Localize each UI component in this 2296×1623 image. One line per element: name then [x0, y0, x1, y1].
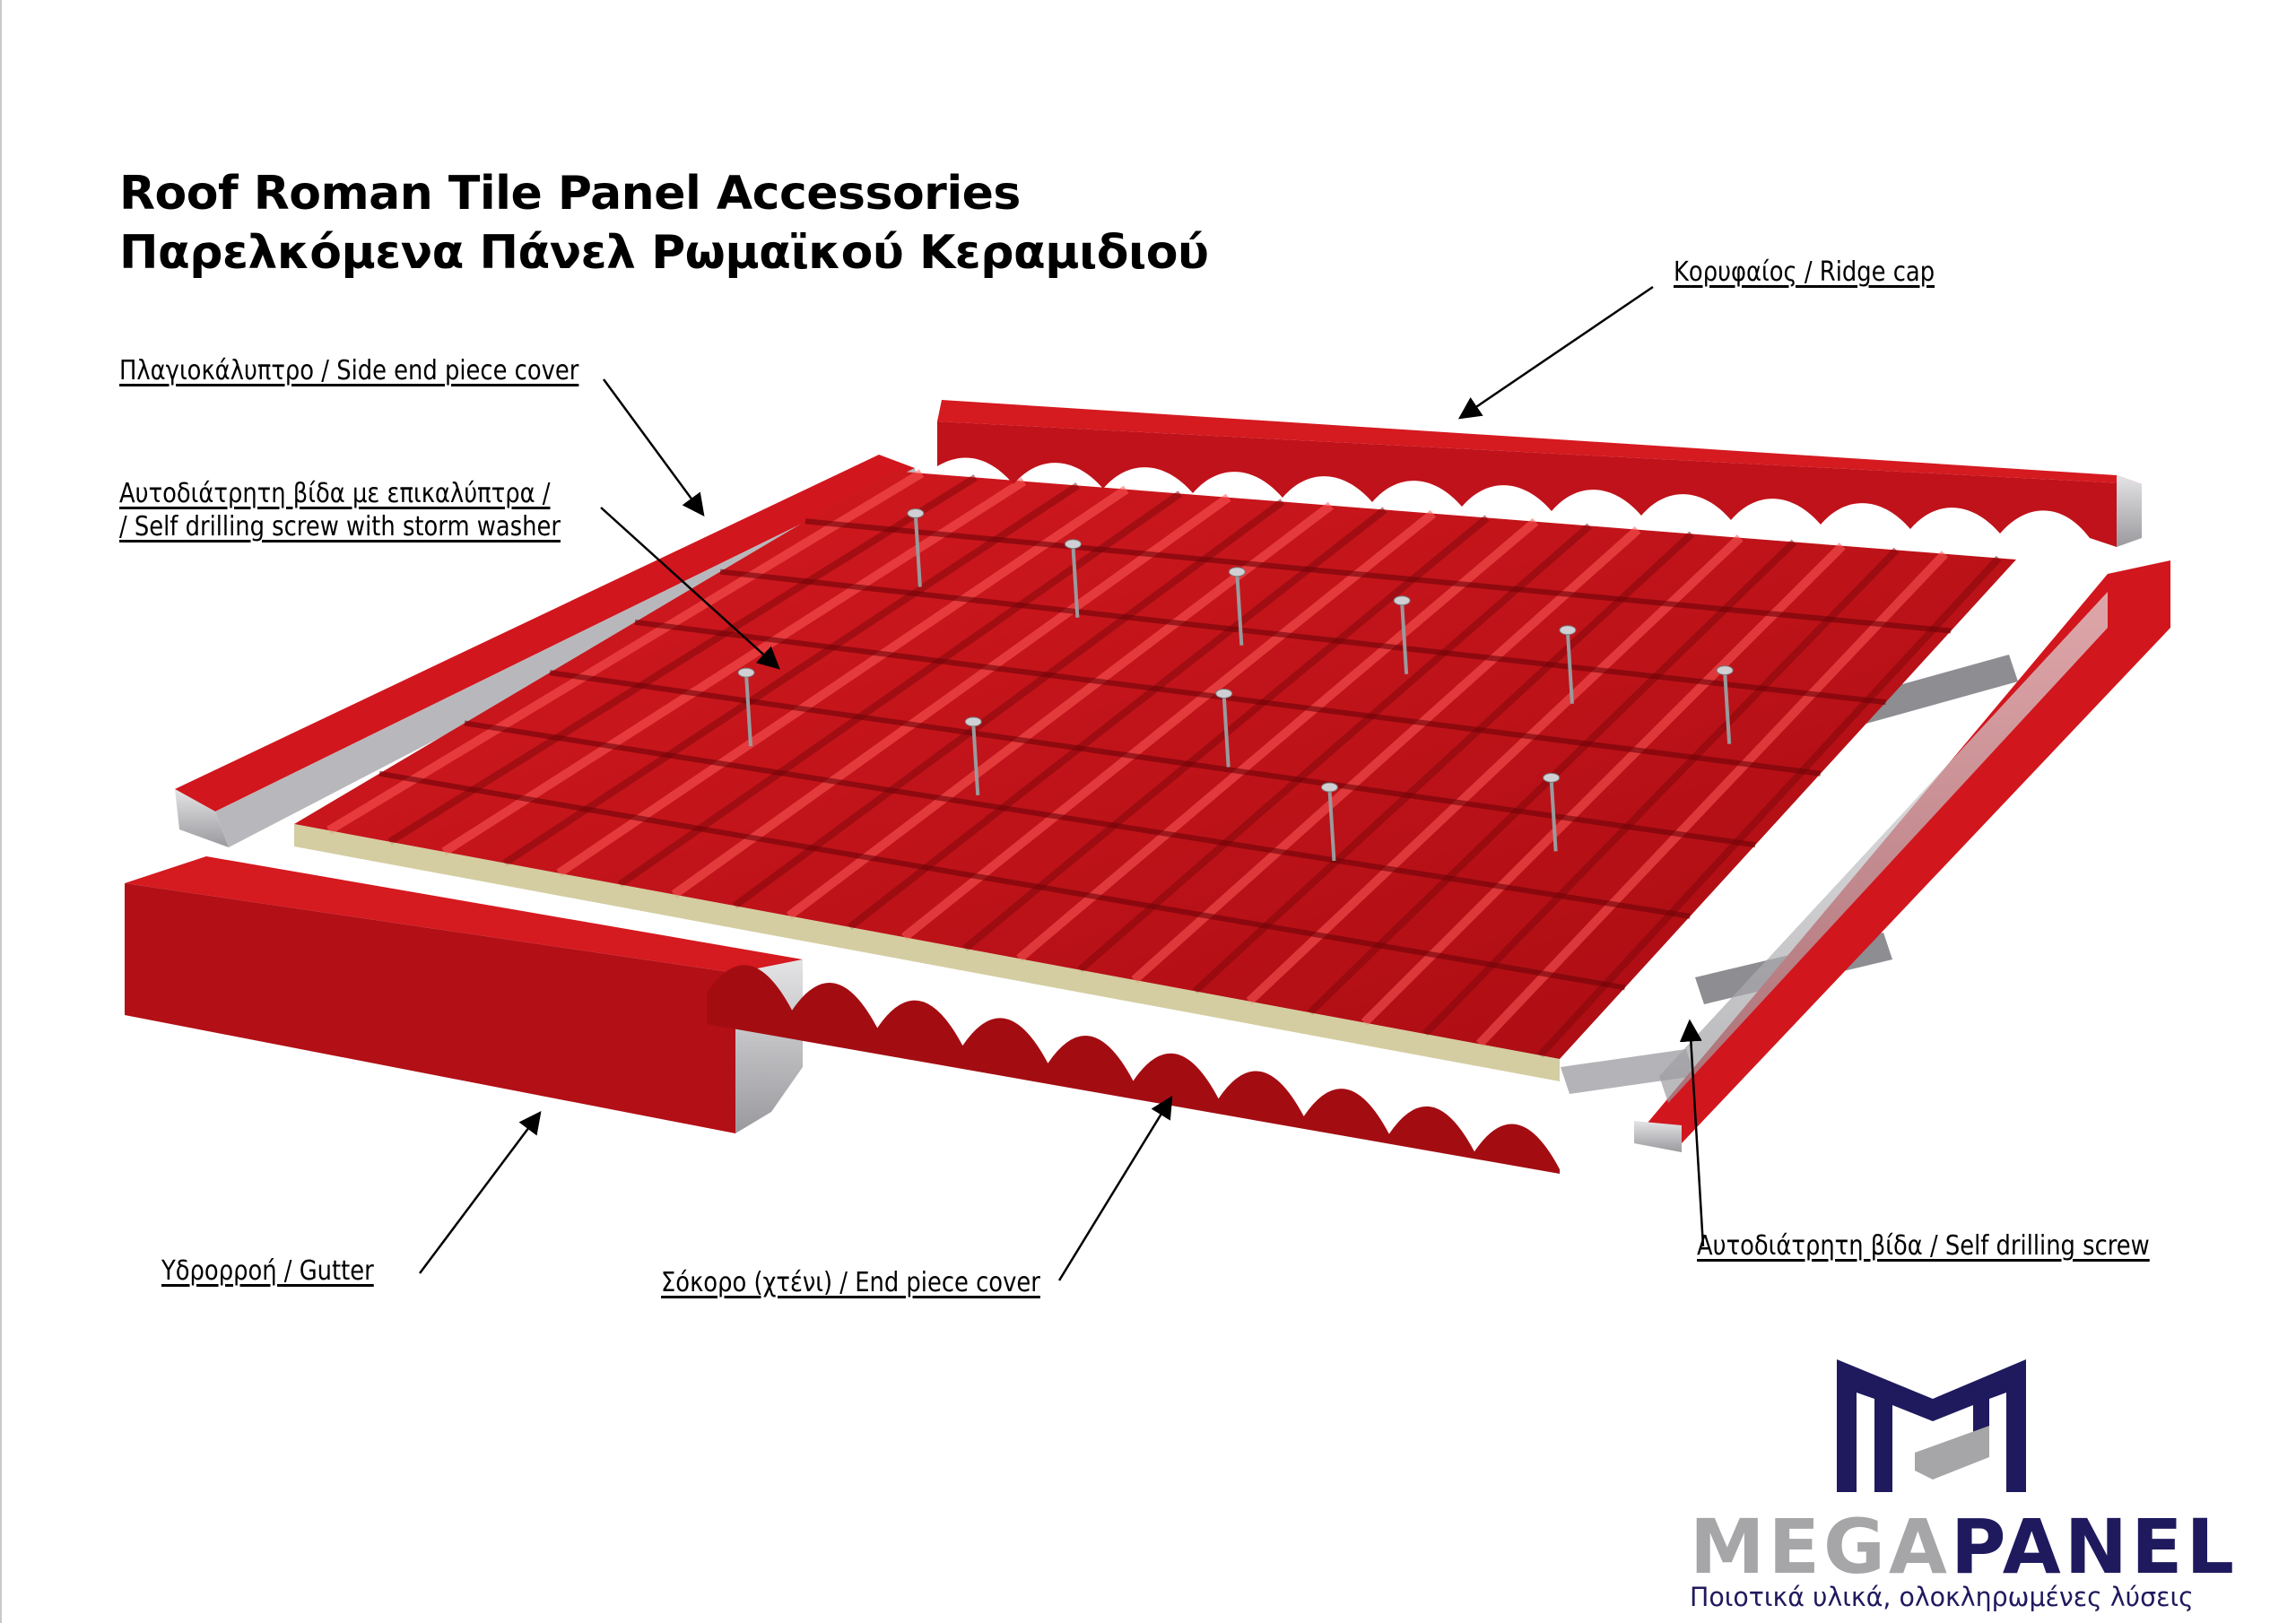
arrow-gutter	[418, 1110, 542, 1274]
screw	[1400, 602, 1409, 674]
screw-head	[1716, 665, 1734, 676]
tile-ridge-shadow	[848, 507, 1387, 931]
title-english: Roof Roman Tile Panel Accessories	[119, 167, 1021, 221]
label-gutter: Υδρορροή / Gutter	[161, 1255, 374, 1287]
tile-ridge-highlight	[1246, 534, 1744, 1005]
tile-ridge-highlight	[900, 509, 1437, 942]
roman-tile-panel	[294, 469, 2016, 1059]
label-side-cover: Πλαγιοκάλυπτρο / Side end piece cover	[119, 355, 579, 386]
tile-ridge-highlight	[441, 477, 1027, 856]
screw	[1565, 631, 1574, 704]
logo-word-mega: MEGA	[1690, 1503, 1951, 1591]
screw-head	[1228, 567, 1246, 577]
title-greek: Παρελκόμενα Πάνελ Ρωμαϊκού Κεραμιδιού	[119, 226, 1209, 280]
arrow-end-piece	[1057, 1095, 1173, 1281]
screw-head	[907, 508, 925, 518]
tile-ridge-highlight	[1361, 542, 1846, 1027]
tile-ridge-highlight	[556, 485, 1129, 877]
end-piece-cover	[294, 824, 1560, 1174]
page-border	[0, 0, 2, 1623]
tile-ridge-highlight	[1016, 517, 1539, 962]
tile-ridge-highlight	[1475, 551, 1948, 1047]
screws	[737, 508, 1734, 862]
label-self-drilling-screw: Αυτοδιάτρητη βίδα / Self drilling screw	[1697, 1230, 2150, 1262]
tile-ridge-shadow	[732, 499, 1285, 909]
screw-head	[1559, 625, 1577, 636]
screw	[913, 515, 922, 587]
screw	[1327, 788, 1336, 862]
screw	[971, 723, 980, 795]
tile-step-line	[464, 720, 1691, 919]
logo-wordmark: MEGAPANEL	[1690, 1503, 2238, 1591]
tile-ridge-shadow	[1422, 547, 1900, 1037]
arrow-side-cover	[602, 378, 705, 517]
tile-ridge-highlight	[671, 493, 1231, 898]
logo-word-panel: PANEL	[1950, 1503, 2239, 1591]
label-end-piece: Σόκορο (χτένι) / End piece cover	[661, 1267, 1040, 1298]
screw	[1549, 779, 1558, 852]
megapanel-logo-mark	[1837, 1359, 2026, 1492]
screw-head	[1393, 595, 1411, 606]
right-side-cover	[1634, 560, 2170, 1152]
tile-step-line	[804, 518, 1952, 634]
arrow-screw-washer	[600, 507, 780, 670]
tile-ridge-shadow	[1537, 555, 2002, 1058]
end-piece-comb-shape	[707, 965, 1560, 1174]
tile-ridge-shadow	[502, 482, 1080, 866]
tile-step-line	[719, 568, 1886, 706]
arrow-self-drilling	[1679, 1019, 1705, 1247]
screw	[744, 673, 753, 747]
logo-tagline: Ποιοτικά υλικά, ολοκληρωμένες λύσεις	[1690, 1582, 2194, 1612]
screw	[1222, 695, 1231, 768]
leader-arrows	[418, 285, 1705, 1281]
screw-head	[1064, 539, 1082, 550]
label-screw-washer-line1: Αυτοδιάτρητη βίδα με επικαλύπτρα /	[119, 478, 551, 509]
screw-head	[1320, 782, 1338, 793]
screw	[1071, 545, 1080, 618]
tile-ridge-shadow	[617, 490, 1183, 888]
tile-ridge-shadow	[1192, 531, 1695, 994]
screw-head	[964, 716, 982, 727]
arrow-ridge-cap	[1457, 285, 1654, 420]
tile-ridge-shadow	[387, 474, 978, 846]
screw-head	[1215, 688, 1233, 699]
screw	[1723, 672, 1732, 744]
screw	[1235, 573, 1244, 646]
tile-ridge-highlight	[1131, 525, 1641, 984]
label-ridge-cap: Κορυφαίος / Ridge cap	[1674, 256, 1935, 288]
insulation-core	[294, 824, 1560, 1081]
tile-ridge-shadow	[1077, 523, 1592, 973]
ridge-cap	[937, 400, 2142, 547]
screw-head	[1543, 772, 1561, 783]
tile-step-line	[378, 770, 1626, 991]
screw-head	[737, 667, 755, 678]
tile-ridge-highlight	[326, 469, 925, 835]
label-screw-washer-line2: / Self drilling screw with storm washer	[119, 511, 561, 542]
